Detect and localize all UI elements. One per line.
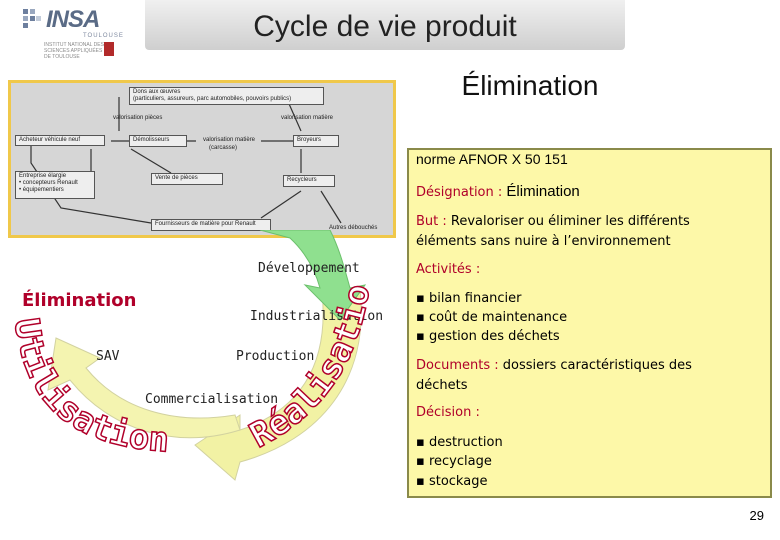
section-title: Élimination <box>461 70 599 101</box>
norme-afnor: norme AFNOR X 50 151 <box>416 151 568 167</box>
designation-value: Élimination <box>506 183 580 200</box>
but-line-2: éléments sans nuire à l’environnement <box>416 234 671 249</box>
arrow-recy-autres <box>320 190 342 224</box>
label-valorisation-matiere-top: valorisation matière <box>281 115 334 121</box>
designation-label: Désignation : <box>416 185 503 200</box>
cycle-commercialisation: Commercialisation <box>145 392 278 407</box>
product-cycle-diagram: Développement Élimination Industrialisat… <box>0 230 383 481</box>
title-bar <box>145 0 625 50</box>
yellow-lower-arrow <box>47 337 241 439</box>
label-autres-debouches: Autres débouchés <box>329 225 378 231</box>
node-dons: Dons aux œuvres (particuliers, assureurs… <box>129 87 324 105</box>
node-recycleurs: Recycleurs <box>283 175 335 187</box>
logo-red-square <box>104 42 114 56</box>
but-line-1: Revaloriser ou éliminer les différents <box>450 214 690 229</box>
green-arrow <box>259 230 367 321</box>
node-fournisseurs: Fournisseurs de matière pour Renault <box>151 219 271 231</box>
page-title: Cycle de vie produit <box>253 10 517 43</box>
page-number: 29 <box>749 508 764 523</box>
arrow-recy-four <box>260 190 302 219</box>
cycle-developpement: Développement <box>258 261 360 276</box>
decision-item: ▪ destruction <box>416 435 503 450</box>
diagram-arrows <box>30 96 342 224</box>
decision-item: ▪ recyclage <box>416 454 492 469</box>
node-broyeurs: Broyeurs <box>293 135 339 147</box>
cycle-production: Production <box>236 349 314 364</box>
documents-line-2: déchets <box>416 378 468 393</box>
cycle-elimination: Élimination <box>22 289 136 311</box>
activite-item: ▪ bilan financier <box>416 291 522 306</box>
activite-item: ▪ coût de maintenance <box>416 310 568 325</box>
insa-logo-mark-icon <box>23 9 41 28</box>
label-valorisation-pieces: valorisation pièces <box>113 115 163 121</box>
recycling-diagram: Dons aux œuvres (particuliers, assureurs… <box>8 80 396 238</box>
logo-subtitle: INSTITUT NATIONAL DES SCIENCES APPLIQUÉE… <box>44 42 104 60</box>
decision-item: ▪ stockage <box>416 474 488 489</box>
yellow-arc-arrow <box>194 289 362 481</box>
but-label: But : <box>416 214 447 229</box>
node-acheteur: Acheteur véhicule neuf <box>15 135 105 146</box>
node-demolisseurs: Démolisseurs <box>129 135 187 147</box>
cycle-sav: SAV <box>96 349 120 364</box>
label-carcasse: (carcasse) <box>209 145 238 151</box>
insa-logo: INSA TOULOUSE INSTITUT NATIONAL DES SCIE… <box>0 0 140 62</box>
activite-item: ▪ gestion des déchets <box>416 329 560 344</box>
but-row: But : Revaloriser ou éliminer les différ… <box>416 212 690 231</box>
arrow-demol-vente <box>130 148 172 174</box>
documents-line-1: dossiers caractéristiques des <box>502 358 692 373</box>
activites-label: Activités : <box>416 262 481 277</box>
node-vente-pieces: Vente de pièces <box>151 173 223 185</box>
logo-brand: INSA <box>46 6 100 33</box>
node-entreprise-elargie: Entreprise élargie • concepteurs Renault… <box>15 171 95 199</box>
info-panel <box>407 148 772 498</box>
logo-city: TOULOUSE <box>83 33 124 39</box>
cycle-industrialisation: Industrialisation <box>250 309 383 324</box>
documents-label: Documents : <box>416 358 499 373</box>
documents-row: Documents : dossiers caractéristiques de… <box>416 356 692 375</box>
designation-row: Désignation : Élimination <box>416 182 580 202</box>
label-valorisation-matiere-mid: valorisation matière <box>203 137 256 143</box>
decision-label: Décision : <box>416 405 480 420</box>
